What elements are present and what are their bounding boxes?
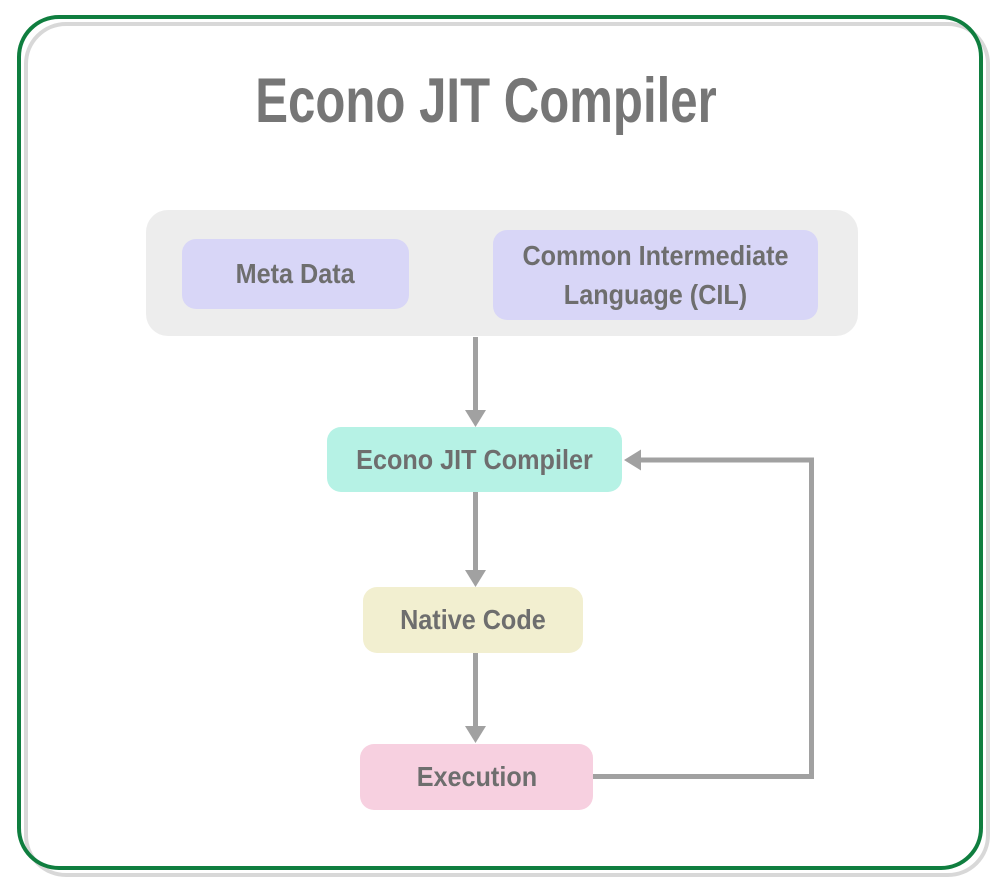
frame-green-border <box>17 15 983 870</box>
frame-shadow-border <box>24 22 990 877</box>
node-cil: Common Intermediate Language (CIL) <box>493 230 818 320</box>
node-execution-label: Execution <box>416 761 537 793</box>
node-meta-data-label: Meta Data <box>235 258 356 290</box>
node-econo-jit-compiler-label: Econo JIT Compiler <box>356 443 593 475</box>
node-execution: Execution <box>360 744 593 810</box>
node-native-code: Native Code <box>363 587 583 653</box>
diagram-title: Econo JIT Compiler <box>255 66 717 136</box>
node-econo-jit-compiler: Econo JIT Compiler <box>327 427 622 492</box>
node-native-code-label: Native Code <box>400 604 546 636</box>
node-cil-label: Common Intermediate Language (CIL) <box>522 239 789 310</box>
node-meta-data: Meta Data <box>182 239 409 309</box>
